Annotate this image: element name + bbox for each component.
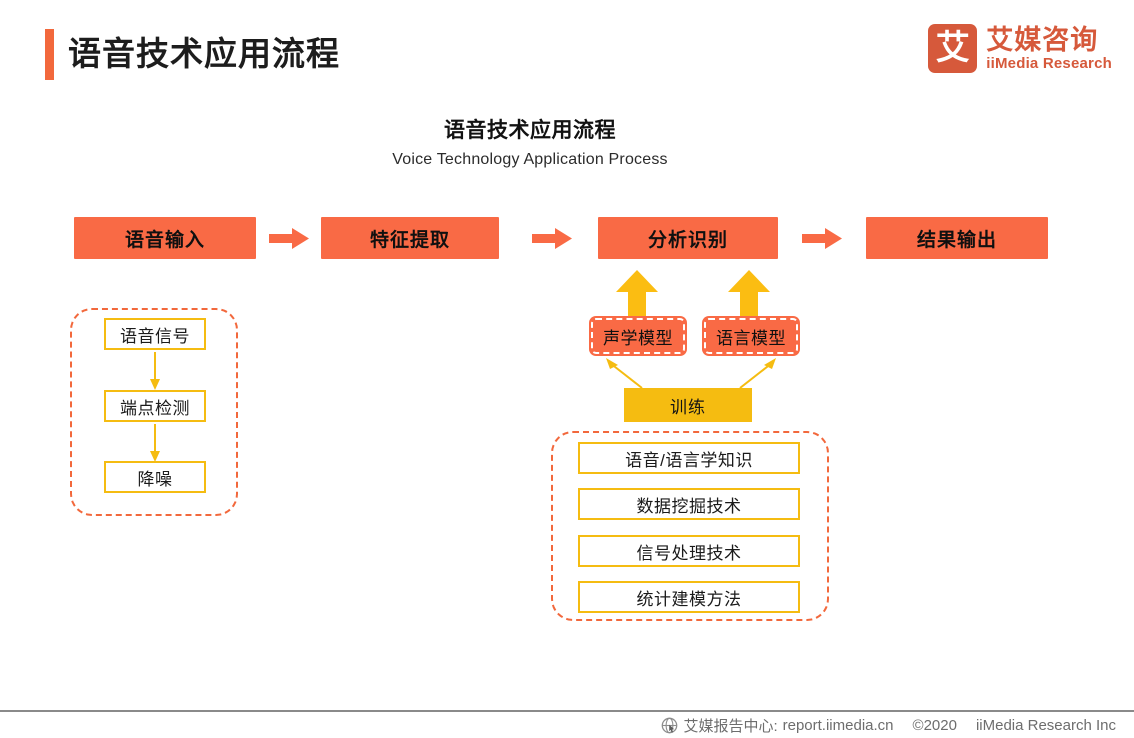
footer-copyright: ©2020 (912, 717, 957, 734)
up-arrow-icon (728, 270, 770, 320)
brand-logo: 艾 艾媒咨询 iiMedia Research (928, 24, 1112, 73)
logo-name-en: iiMedia Research (986, 54, 1112, 72)
flow-arrow-right-icon (802, 228, 842, 249)
model-language: 语言模型 (702, 316, 800, 356)
flow-arrow-right-icon (269, 228, 309, 249)
flow-step-analysis-recognition: 分析识别 (598, 217, 778, 259)
page-footer: 艾媒报告中心: report.iimedia.cn ©2020 iiMedia … (661, 715, 1116, 736)
chart-title: 语音技术应用流程 (444, 119, 616, 142)
preprocess-group-container (70, 308, 238, 516)
knowledge-item-signal-processing: 信号处理技术 (578, 535, 800, 567)
footer-site-label: 艾媒报告中心: (683, 718, 778, 735)
knowledge-item-statistical-modeling: 统计建模方法 (578, 581, 800, 613)
header-accent-bar (45, 29, 54, 80)
footer-site-url: report.iimedia.cn (782, 717, 894, 734)
flow-step-voice-input: 语音输入 (74, 217, 256, 259)
model-acoustic: 声学模型 (589, 316, 687, 356)
logo-text: 艾媒咨询 iiMedia Research (986, 25, 1112, 73)
logo-mark-icon: 艾 (928, 24, 978, 73)
down-arrow-icon (149, 424, 161, 462)
preprocess-step-endpoint-detection: 端点检测 (104, 390, 206, 422)
page-title: 语音技术应用流程 (68, 35, 340, 72)
logo-name-cn: 艾媒咨询 (986, 24, 1099, 55)
flow-step-result-output: 结果输出 (866, 217, 1048, 259)
footer-divider (0, 710, 1134, 712)
diagonal-arrow-icon (738, 356, 782, 390)
flow-step-feature-extraction: 特征提取 (321, 217, 499, 259)
up-arrow-icon (616, 270, 658, 320)
knowledge-item-linguistics: 语音/语言学知识 (578, 442, 800, 474)
knowledge-item-data-mining: 数据挖掘技术 (578, 488, 800, 520)
diagonal-arrow-icon (600, 356, 644, 390)
preprocess-step-noise-reduction: 降噪 (104, 461, 206, 493)
down-arrow-icon (149, 352, 161, 390)
preprocess-step-voice-signal: 语音信号 (104, 318, 206, 350)
footer-company: iiMedia Research Inc (975, 717, 1116, 734)
flow-arrow-right-icon (532, 228, 572, 249)
training-box: 训练 (624, 388, 752, 422)
chart-subtitle: Voice Technology Application Process (392, 151, 668, 168)
knowledge-group-container (551, 431, 829, 621)
page-header: 语音技术应用流程 艾 艾媒咨询 iiMedia Research (0, 0, 1134, 100)
globe-icon (661, 717, 678, 734)
